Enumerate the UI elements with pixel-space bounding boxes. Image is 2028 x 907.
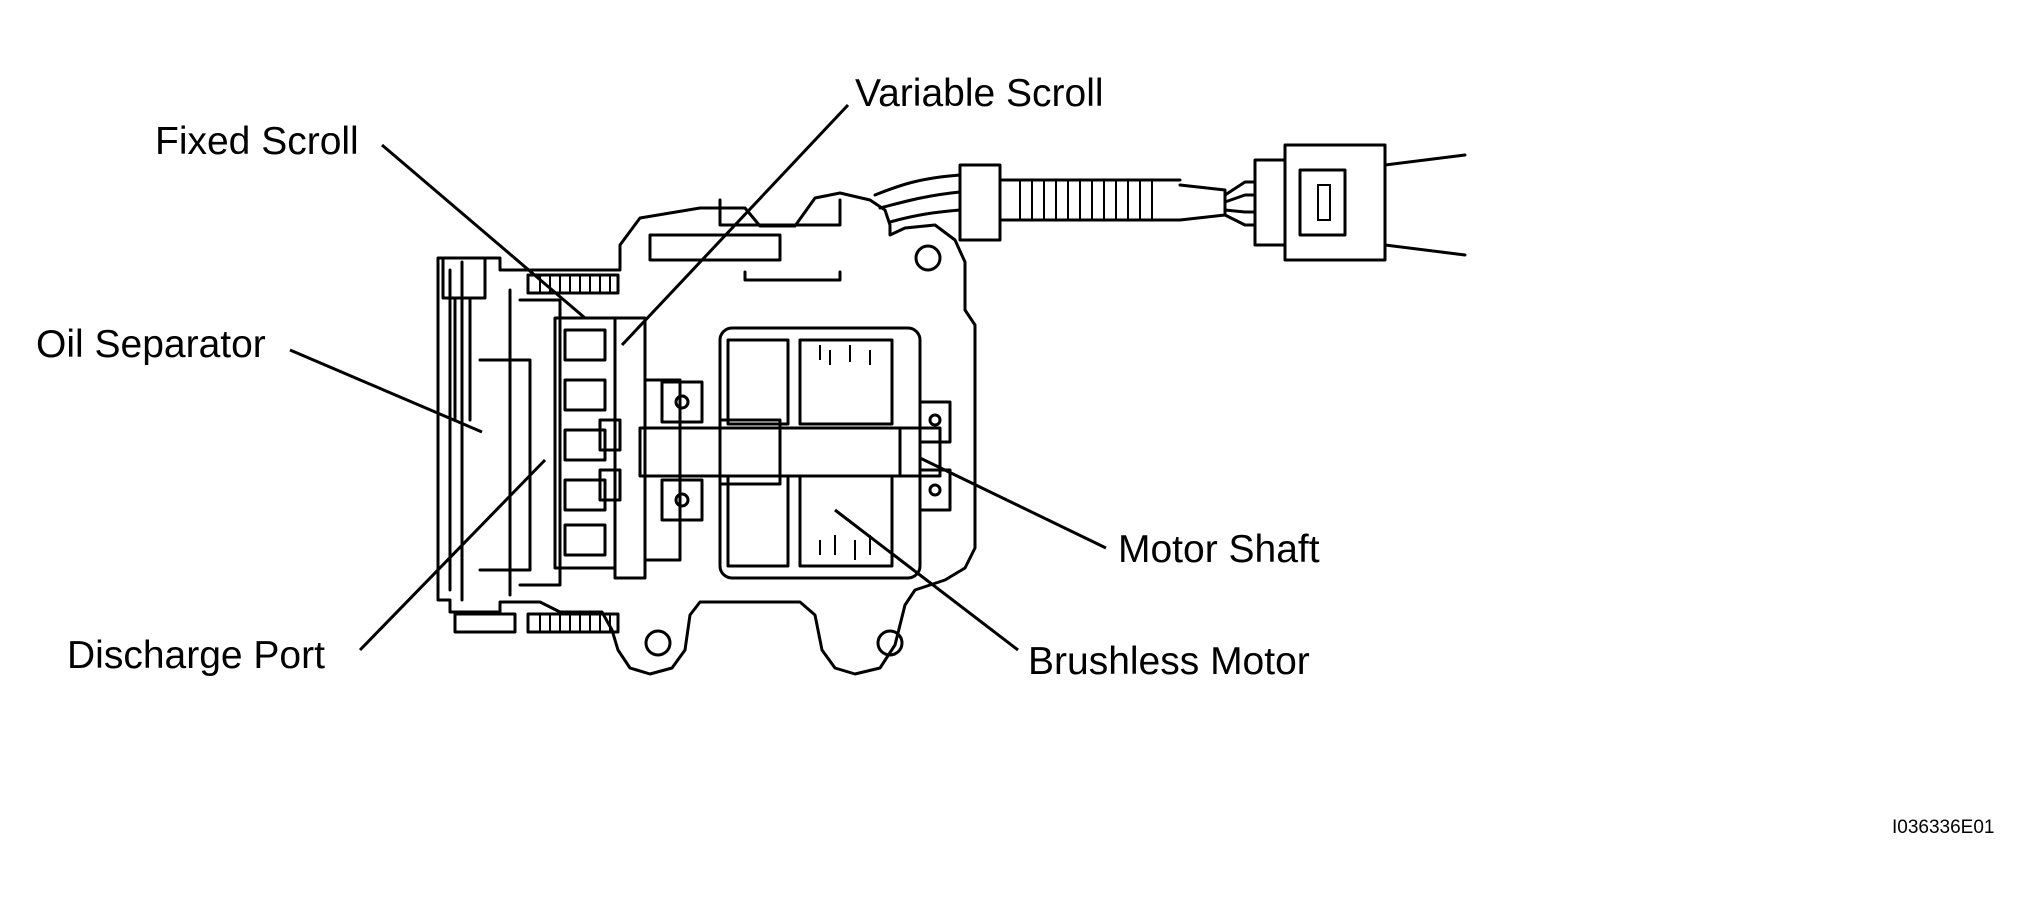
label-discharge-port: Discharge Port: [67, 634, 325, 677]
variable-scroll-part: [598, 316, 682, 580]
leader-variable-scroll: [620, 103, 850, 347]
motor-stator: [718, 326, 922, 580]
figure-code: I036336E01: [1892, 817, 1995, 838]
label-motor-shaft: Motor Shaft: [1118, 528, 1320, 571]
housing-outline: [436, 191, 977, 676]
leader-discharge-port: [358, 458, 547, 652]
label-oil-separator: Oil Separator: [36, 323, 266, 366]
label-variable-scroll: Variable Scroll: [855, 72, 1104, 115]
lower-bolt: [453, 612, 620, 634]
fixed-scroll-part: [553, 316, 617, 570]
rear-bearing: [918, 400, 952, 512]
label-brushless-motor: Brushless Motor: [1028, 640, 1310, 683]
label-fixed-scroll: Fixed Scroll: [155, 120, 359, 163]
front-bearing: [660, 380, 704, 522]
top-port-block: [648, 198, 842, 282]
leader-fixed-scroll: [381, 143, 586, 320]
mounting-holes: [644, 244, 942, 657]
leader-brushless-motor: [834, 508, 1019, 652]
upper-bolt: [526, 273, 620, 295]
leader-oil-separator: [289, 348, 483, 434]
wire-harness: [873, 163, 1257, 242]
oil-separator-part: [441, 256, 532, 572]
leader-motor-shaft: [919, 456, 1107, 550]
motor-shaft-part: [638, 418, 942, 486]
electrical-connector: [1253, 143, 1467, 262]
leader-lines: [289, 103, 1107, 652]
